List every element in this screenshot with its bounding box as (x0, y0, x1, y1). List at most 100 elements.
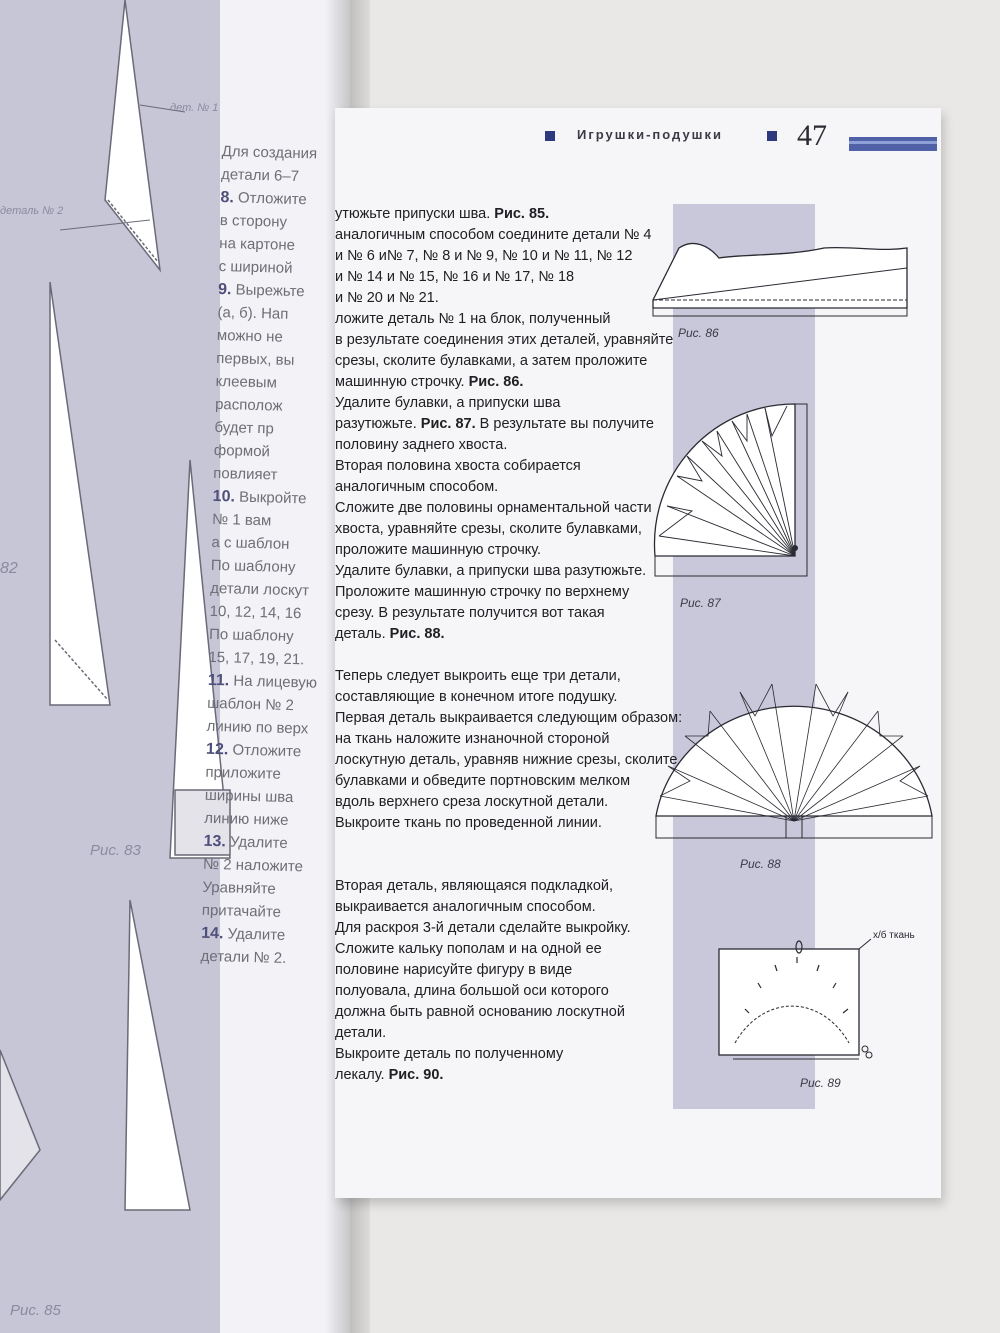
left-text-line: повлияет (213, 462, 344, 488)
running-header: Игрушки-подушки 47 (545, 119, 941, 155)
left-text-line-content: а с шаблон (211, 533, 290, 553)
left-text-line-content: Отложите (232, 741, 302, 761)
text-line: Выкроите ткань по проведенной линии. (335, 813, 635, 834)
left-text-line-content: По шаблону (210, 556, 296, 577)
left-text-line: приложите (205, 761, 336, 787)
page-number: 47 (797, 119, 827, 152)
left-text-line: 10. Выкройте (212, 485, 343, 511)
text-line: выкраивается аналогичным способом. (335, 897, 635, 918)
figure-reference: Рис. 90. (388, 1067, 444, 1083)
text-line-content: вдоль верхнего среза лоскутной детали. (335, 794, 609, 810)
text-line: половину заднего хвоста. (335, 435, 635, 456)
text-line: Сложите две половины орнаментальной част… (335, 498, 652, 519)
left-text-line-content: По шаблону (208, 625, 294, 646)
left-page-figures (0, 0, 231, 1211)
left-text-line-content: На лицевую (233, 672, 318, 692)
left-text-line-content: повлияет (213, 464, 278, 484)
left-text-line-content: Выкройте (238, 488, 307, 508)
text-line-content: половину заднего хвоста. (335, 437, 508, 453)
step-number: 9. (217, 280, 232, 299)
figure-86-caption: Рис. 86 (678, 326, 719, 340)
text-line: детали. (335, 1023, 635, 1044)
text-line-content: машинную строчку. (335, 374, 469, 390)
left-figure-83 (169, 459, 231, 859)
text-line-content: составляющие в конечном итоге подушку. (335, 689, 618, 705)
right-page: Игрушки-подушки 47 Рис. 86 Рис. 87 (335, 108, 941, 1198)
left-text-line: 14. Удалите (201, 922, 332, 948)
left-text-line-content: в сторону (219, 211, 288, 231)
left-text-line-content: приложите (205, 763, 282, 783)
left-text-line-content: Отложите (237, 189, 307, 209)
left-text-line: № 2 наложите (203, 853, 334, 879)
text-line-content: Удалите булавки, а припуски шва (335, 395, 561, 411)
text-line: Выкроите деталь по полученному (335, 1044, 635, 1065)
left-text-line-content: Удалите (227, 925, 286, 944)
left-figure-82 (49, 281, 111, 706)
left-text-line-content: притачайте (201, 901, 282, 921)
figure-reference: Рис. 87. (420, 416, 476, 432)
text-line: проложите машинную строчку. (335, 540, 635, 561)
left-text-line: Уравняйте (202, 876, 333, 902)
left-text-line-content: будет пр (214, 418, 275, 438)
left-text-line-content: формой (213, 441, 271, 461)
left-text-line: притачайте (202, 899, 333, 925)
paragraph-gap (335, 834, 635, 855)
figure-reference: Рис. 88. (389, 626, 445, 642)
text-line: ложите деталь № 1 на блок, полученный (335, 309, 635, 330)
left-text-line-content: 10, 12, 14, 16 (209, 602, 302, 623)
text-line: Первая деталь выкраивается следующим обр… (335, 708, 682, 729)
text-line: составляющие в конечном итоге подушку. (335, 687, 635, 708)
header-square-icon (545, 131, 555, 141)
text-line: и № 6 и№ 7, № 8 и № 9, № 10 и № 11, № 12 (335, 246, 635, 267)
text-line: и № 14 и № 15, № 16 и № 17, № 18 (335, 267, 635, 288)
text-line-content: в результате соединения этих деталей, ур… (335, 332, 674, 348)
step-number: 11. (207, 671, 230, 690)
text-line-content: срезу. В результате получится вот такая (335, 605, 605, 621)
body-text: утюжьте припуски шва. Рис. 85.аналогичны… (335, 204, 682, 1086)
left-text-line-content: ширины шва (204, 786, 294, 807)
text-line: срезу. В результате получится вот такая (335, 603, 635, 624)
header-title: Игрушки-подушки (577, 127, 724, 142)
left-text-line-content: клеевым (215, 372, 278, 392)
step-number: 10. (212, 487, 236, 506)
left-text-line: линию по верх (206, 715, 337, 741)
text-line-content: Сложите две половины орнаментальной част… (335, 500, 652, 516)
text-line: срезы, сколите булавками, а затем пролож… (335, 351, 647, 372)
text-line-content: и № 6 и№ 7, № 8 и № 9, № 10 и № 11, № 12 (335, 248, 633, 264)
text-line-content: Вторая половина хвоста собирается (335, 458, 581, 474)
left-text-line-content: Для создания (221, 142, 318, 163)
left-text-line-content: на картоне (219, 234, 296, 254)
text-line: Вторая половина хвоста собирается (335, 456, 635, 477)
paragraph-gap (335, 645, 635, 666)
left-text-line-content: линию по верх (206, 717, 309, 738)
left-text-line: ширины шва (205, 784, 336, 810)
left-text-line-content: можно не (216, 326, 284, 346)
left-text-line: детали № 2. (200, 945, 331, 971)
text-line-content: В результате вы получите (475, 416, 654, 432)
figure-87 (653, 403, 808, 577)
text-line: на ткань наложите изнаночной стороной (335, 729, 635, 750)
left-text-line-content: детали № 2. (200, 947, 287, 967)
text-line-content: Теперь следует выкроить еще три детали, (335, 668, 621, 684)
text-line: Проложите машинную строчку по верхнему (335, 582, 635, 603)
step-number: 13. (203, 832, 227, 851)
text-line-content: на ткань наложите изнаночной стороной (335, 731, 610, 747)
text-line-content: Выкроите деталь по полученному (335, 1046, 564, 1062)
left-text-line: 12. Отложите (206, 738, 337, 764)
left-text-line-content: располож (214, 395, 283, 415)
left-caption-83: Рис. 83 (90, 842, 141, 859)
text-line-content: и № 20 и № 21. (335, 290, 439, 306)
text-line: Для раскроя 3-й детали сделайте выкройку… (335, 918, 635, 939)
left-text-line-content: № 2 наложите (202, 855, 304, 876)
text-line: аналогичным способом соедините детали № … (335, 225, 652, 246)
fabric-label: х/б ткань (873, 930, 915, 941)
text-line-content: и № 14 и № 15, № 16 и № 17, № 18 (335, 269, 575, 285)
text-line-content: выкраивается аналогичным способом. (335, 899, 596, 915)
text-line-content: должна быть равной основанию лоскутной (335, 1004, 625, 1020)
text-line: должна быть равной основанию лоскутной (335, 1002, 635, 1023)
text-line: лекалу. Рис. 90. (335, 1065, 635, 1086)
text-line-content: утюжьте припуски шва. (335, 206, 495, 222)
left-text-line: По шаблону (209, 623, 340, 649)
left-figure-top-triangle (59, 0, 186, 273)
left-page: 82 Рис. 83 Рис. 85 деталь № 2 дет. № 1 Д… (0, 0, 350, 1333)
